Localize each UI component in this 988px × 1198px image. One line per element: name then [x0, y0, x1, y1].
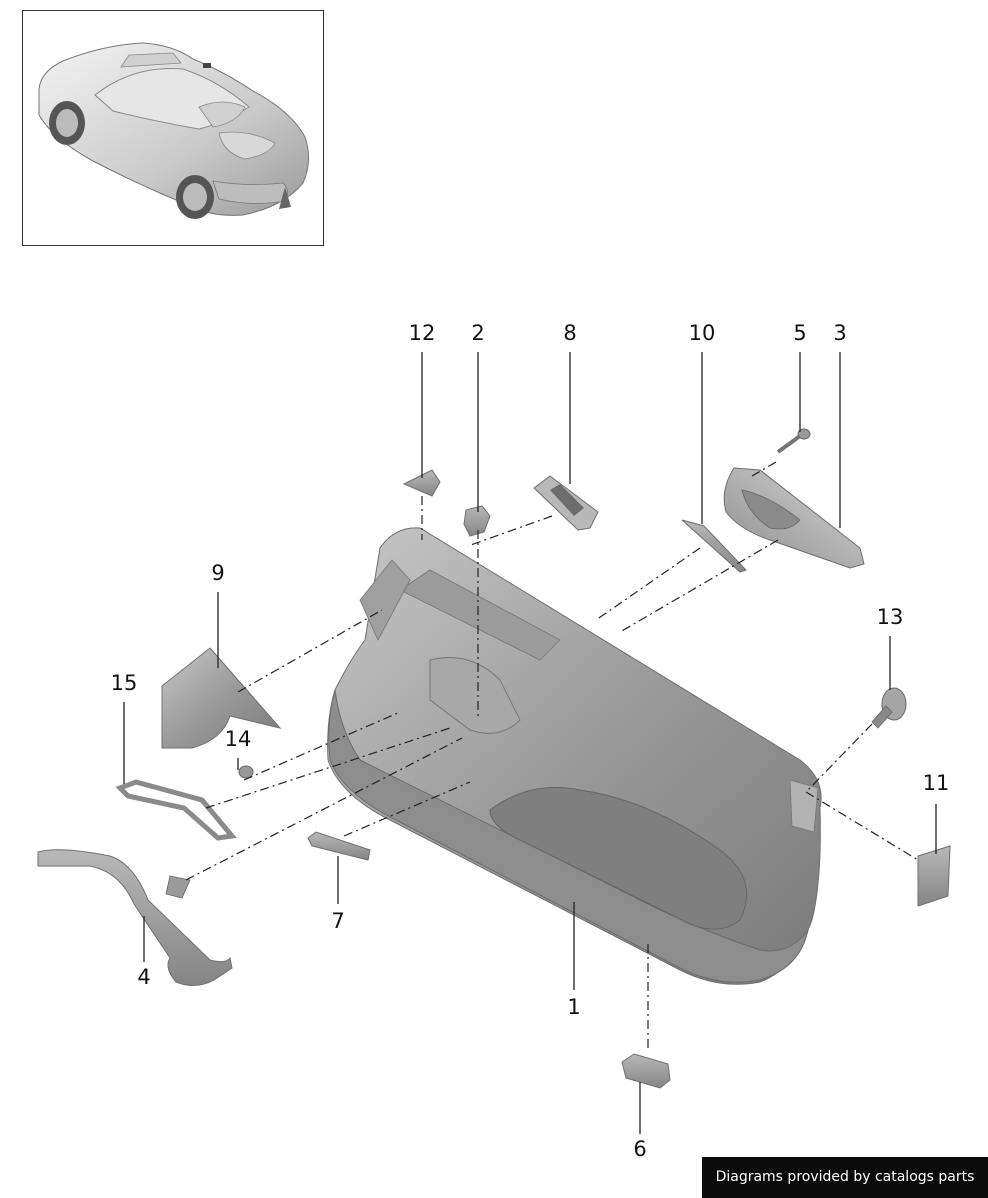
- callout-7: 7: [331, 909, 344, 933]
- part-15-frame: [115, 779, 237, 841]
- part-1-door-trim-panel: [327, 527, 822, 985]
- callout-8: 8: [563, 321, 576, 345]
- part-4-grab-handle: [37, 849, 233, 986]
- leader-lines: [123, 352, 937, 1134]
- callout-9: 9: [211, 561, 224, 585]
- part-12-cap: [402, 469, 441, 497]
- part-6-switch: [621, 1053, 671, 1089]
- part-11-end-cap: [917, 845, 951, 907]
- callout-4: 4: [137, 965, 150, 989]
- callout-12: 12: [409, 321, 436, 345]
- part-9-mirror-triangle: [161, 647, 282, 749]
- car-illustration: [38, 42, 309, 219]
- part-10-trim-strip: [681, 519, 747, 573]
- callout-6: 6: [633, 1137, 646, 1161]
- callout-14: 14: [225, 727, 252, 751]
- callout-11: 11: [923, 771, 950, 795]
- part-14-clip: [238, 765, 254, 779]
- callout-2: 2: [471, 321, 484, 345]
- callout-1: 1: [567, 995, 580, 1019]
- callout-10: 10: [689, 321, 716, 345]
- part-13-rivet: [871, 687, 907, 729]
- credit-banner: Diagrams provided by catalogs parts: [702, 1157, 988, 1198]
- callout-15: 15: [111, 671, 138, 695]
- callout-13: 13: [877, 605, 904, 629]
- part-2-clip: [463, 505, 491, 537]
- part-5-screw: [776, 428, 811, 454]
- assembly-lines: [185, 461, 919, 1052]
- callout-labels: 1 2 3 4 5 6 7 8 9 10 11 12 13 14 15: [111, 321, 950, 1161]
- vehicle-thumbnail: [22, 10, 324, 246]
- callout-3: 3: [833, 321, 846, 345]
- part-7-light-strip: [307, 831, 371, 861]
- callout-5: 5: [793, 321, 806, 345]
